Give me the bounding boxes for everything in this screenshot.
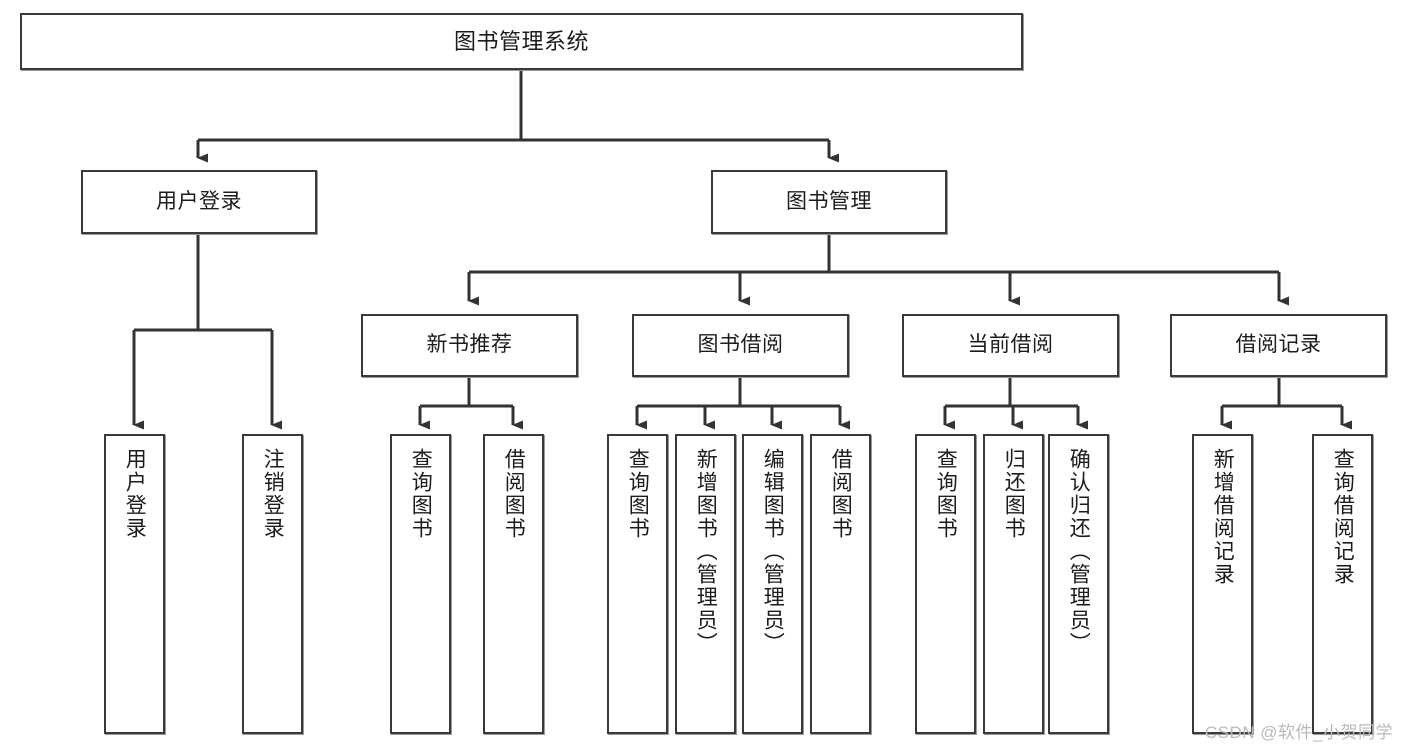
node-label: 查询借阅记录 — [1331, 448, 1355, 586]
leaf-current-borrow-query[interactable]: 查询图书 — [915, 434, 976, 734]
node-label: 用户登录 — [123, 448, 147, 540]
node-label: 查询图书 — [409, 448, 433, 540]
leaf-user-login[interactable]: 用户登录 — [104, 434, 165, 734]
csdn-watermark: CSDN @软件_小贺同学 — [1204, 723, 1393, 742]
node-label: 注销登录 — [261, 448, 285, 540]
leaf-add-borrow-record[interactable]: 新增借阅记录 — [1192, 434, 1253, 734]
node-label: 新增借阅记录 — [1211, 448, 1235, 586]
leaf-book-borrow-query[interactable]: 查询图书 — [607, 434, 668, 734]
node-label: 新增图书（管理员） — [694, 448, 718, 655]
node-current-borrow[interactable]: 当前借阅 — [902, 314, 1119, 377]
node-label: 编辑图书（管理员） — [761, 448, 785, 655]
node-label: 查询图书 — [626, 448, 650, 540]
node-label: 用户登录 — [156, 189, 242, 213]
node-book-borrow[interactable]: 图书借阅 — [632, 314, 849, 377]
node-label: 查询图书 — [934, 448, 958, 540]
node-label: 借阅图书 — [829, 448, 853, 540]
leaf-query-borrow-record[interactable]: 查询借阅记录 — [1312, 434, 1373, 734]
leaf-book-edit-admin[interactable]: 编辑图书（管理员） — [742, 434, 803, 734]
leaf-book-borrow-action[interactable]: 借阅图书 — [810, 434, 871, 734]
leaf-return-book[interactable]: 归还图书 — [983, 434, 1044, 734]
node-label: 借阅记录 — [1235, 333, 1322, 357]
leaf-confirm-return-admin[interactable]: 确认归还（管理员） — [1048, 434, 1109, 734]
node-label: 图书借阅 — [697, 333, 784, 357]
node-label: 确认归还（管理员） — [1067, 448, 1091, 655]
node-label: 新书推荐 — [426, 333, 513, 357]
node-label: 图书管理系统 — [453, 28, 589, 54]
node-label: 当前借阅 — [967, 333, 1054, 357]
leaf-logout-login[interactable]: 注销登录 — [242, 434, 303, 734]
node-label: 图书管理 — [786, 189, 872, 213]
node-label: 归还图书 — [1002, 448, 1026, 540]
node-label: 借阅图书 — [502, 448, 526, 540]
leaf-new-book-query[interactable]: 查询图书 — [390, 434, 451, 734]
node-root-system[interactable]: 图书管理系统 — [20, 13, 1023, 70]
node-new-book-recommend[interactable]: 新书推荐 — [361, 314, 578, 377]
leaf-new-book-borrow[interactable]: 借阅图书 — [483, 434, 544, 734]
leaf-book-add-admin[interactable]: 新增图书（管理员） — [675, 434, 736, 734]
node-borrow-record[interactable]: 借阅记录 — [1170, 314, 1387, 377]
node-book-manage[interactable]: 图书管理 — [711, 170, 947, 234]
node-user-login[interactable]: 用户登录 — [81, 170, 317, 234]
